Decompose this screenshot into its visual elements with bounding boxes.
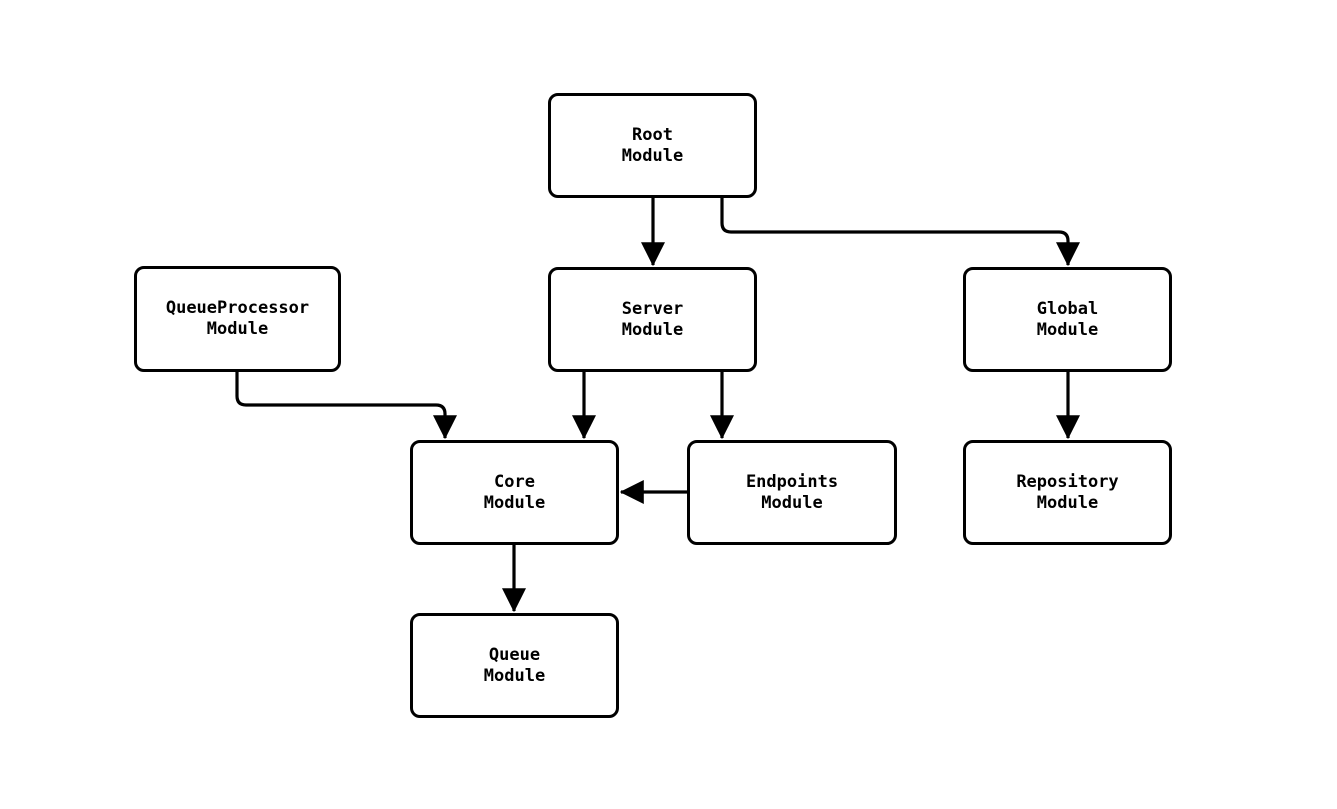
node-label-line1: Global: [1036, 298, 1099, 319]
edge-queueprocessor-to-core: [235, 372, 457, 440]
node-label-line1: Endpoints: [745, 471, 839, 492]
node-label-line1: Server: [621, 298, 684, 319]
node-label-line2: Module: [621, 145, 684, 166]
node-label-line1: Queue: [488, 644, 541, 665]
node-label-line1: QueueProcessor: [165, 298, 310, 318]
node-label-line1: Repository: [1016, 471, 1119, 492]
node-label-line2: Module: [206, 319, 269, 339]
node-label-line2: Module: [621, 319, 684, 340]
edge-root-to-global: [720, 198, 1080, 267]
node-label-line1: Root: [632, 124, 673, 145]
node-label-line1: Core: [494, 471, 535, 492]
node-label-line2: Module: [1036, 319, 1099, 340]
node-label-line2: Module: [483, 492, 546, 513]
node-label-line2: Module: [761, 492, 823, 513]
node-label-line2: Module: [1036, 492, 1099, 513]
node-label-line2: Module: [483, 665, 546, 686]
